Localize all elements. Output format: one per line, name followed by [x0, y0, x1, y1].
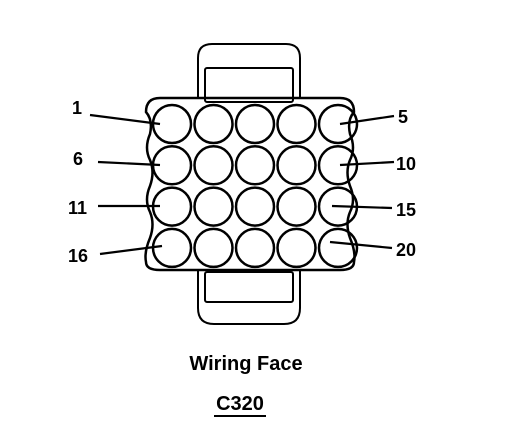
pin-cavity-3 — [234, 103, 276, 145]
pin-cavity-14 — [276, 186, 317, 227]
leader-line-pin-10 — [339, 160, 395, 167]
pin-label-20: 20 — [396, 240, 416, 260]
pin-cavity-12 — [193, 186, 234, 227]
leader-line-pin-15 — [331, 204, 393, 210]
connector-housing — [144, 96, 356, 272]
leader-line-pin-16 — [99, 244, 163, 256]
leader-line-pin-6 — [97, 160, 161, 167]
pin-label-6: 6 — [73, 149, 83, 169]
bottom-latch — [197, 270, 301, 325]
leader-line-pin-5 — [339, 114, 395, 126]
pin-cavity-8 — [234, 145, 276, 186]
pin-label-10: 10 — [396, 154, 416, 174]
pin-label-11: 11 — [68, 198, 87, 218]
leader-line-pin-1 — [89, 113, 161, 126]
connector-id: C320 — [216, 393, 264, 415]
pin-cavity-19 — [276, 227, 317, 269]
pin-cavity-20 — [317, 227, 359, 269]
pin-cavity-7 — [193, 145, 234, 186]
pin-label-1: 1 — [72, 98, 82, 118]
pin-cavity-5 — [317, 103, 359, 145]
pin-cavity-10 — [317, 145, 359, 186]
pin-cavity-13 — [234, 186, 276, 227]
pin-cavity-4 — [276, 103, 317, 145]
pin-cavity-9 — [276, 145, 317, 186]
caption-title: Wiring Face — [189, 353, 302, 375]
pin-cavity-2 — [193, 103, 234, 145]
pin-grid — [151, 103, 359, 269]
pin-label-15: 15 — [396, 200, 416, 220]
pin-cavity-16 — [151, 227, 193, 269]
top-latch — [197, 43, 301, 103]
pin-cavity-17 — [193, 227, 234, 269]
leader-lines — [89, 113, 395, 256]
pin-label-5: 5 — [398, 107, 408, 127]
pin-label-16: 16 — [68, 246, 88, 266]
pin-cavity-18 — [234, 227, 276, 269]
leader-line-pin-20 — [329, 240, 393, 250]
